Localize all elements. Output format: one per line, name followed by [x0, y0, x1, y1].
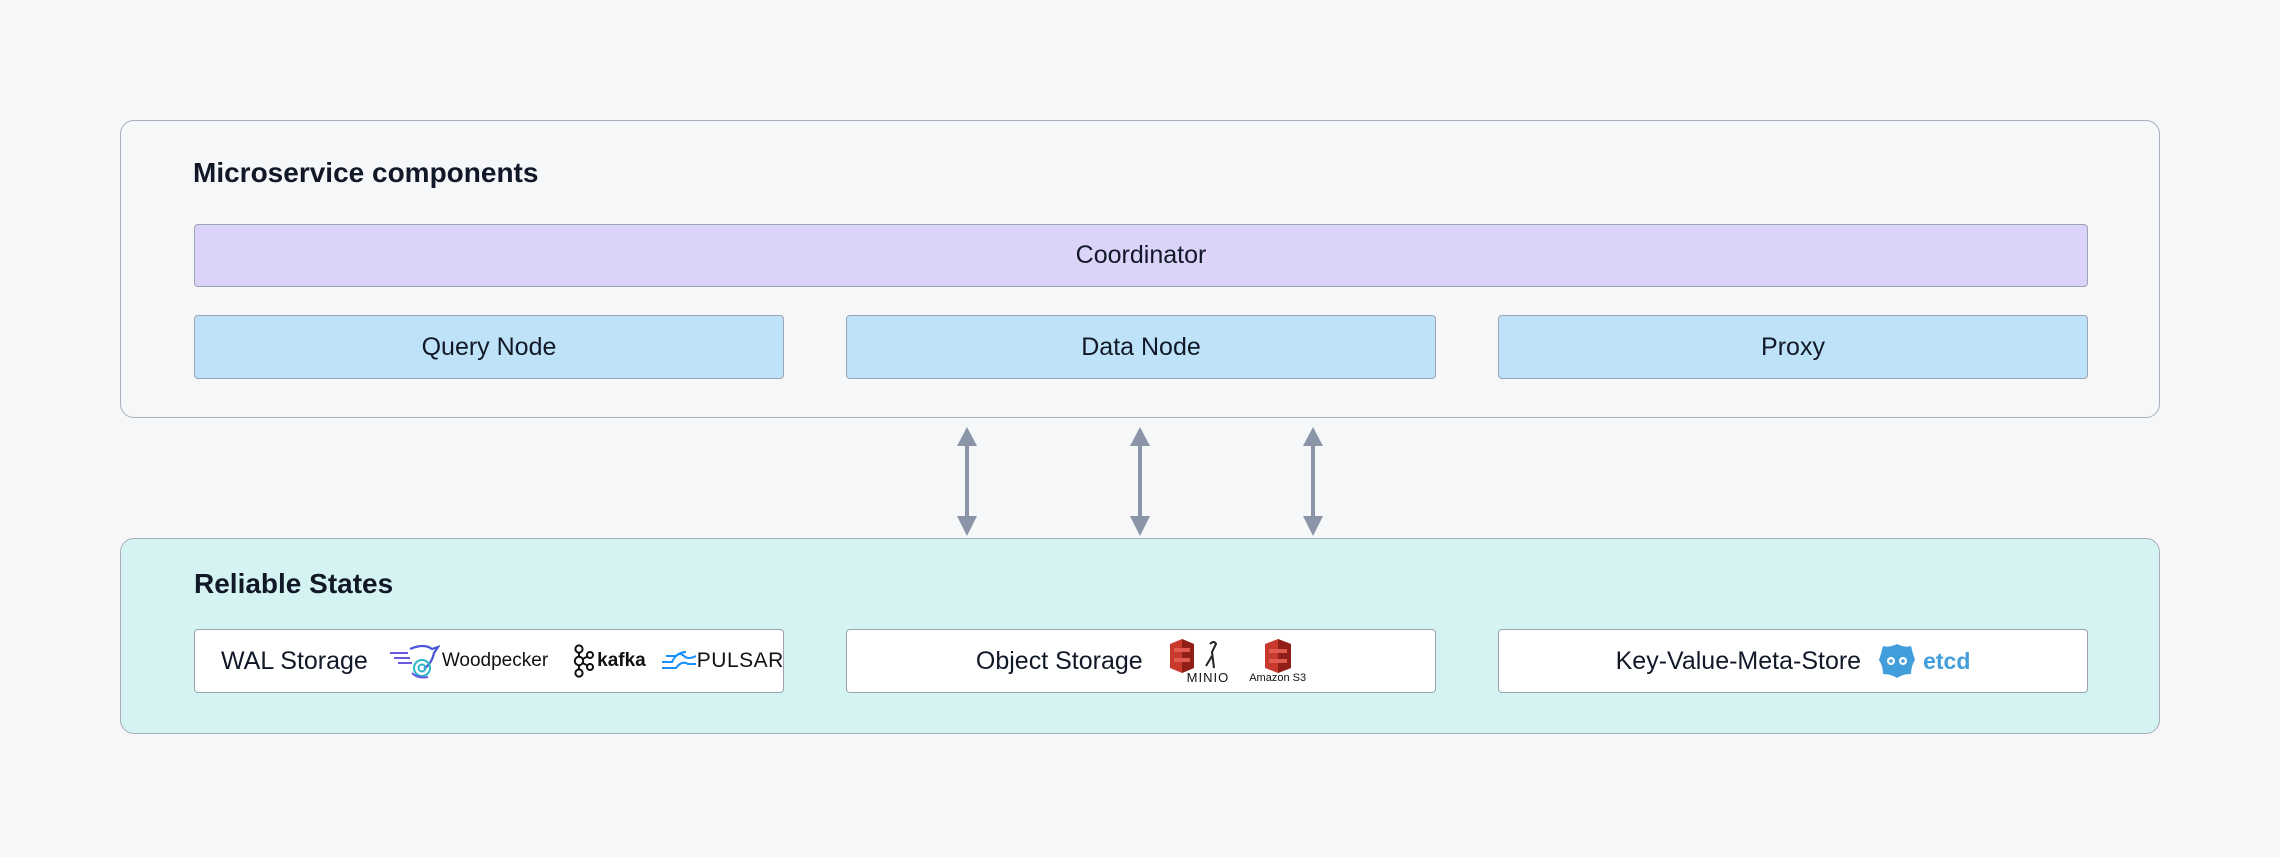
- coordinator-box: Coordinator: [194, 224, 2088, 287]
- woodpecker-logo: Woodpecker: [388, 641, 548, 681]
- kafka-logo-text: kafka: [597, 650, 646, 671]
- amazon-s3-logo-text: Amazon S3: [1249, 672, 1307, 684]
- arrow-left: [957, 427, 977, 536]
- amazon-s3-logo: Amazon S3: [1249, 638, 1306, 684]
- proxy-box: Proxy: [1498, 315, 2088, 379]
- amazon-s3-icon: [1264, 639, 1291, 673]
- data-node-box: Data Node: [846, 315, 1436, 379]
- arrow-center: [1130, 427, 1150, 536]
- wal-storage-label: WAL Storage: [221, 646, 368, 675]
- reliable-states-panel: Reliable States WAL Storage Woodpecker: [120, 538, 2160, 734]
- kafka-logo: kafka: [572, 644, 646, 678]
- minio-logo-text: MINIO: [1186, 669, 1230, 685]
- arrow-right: [1303, 427, 1323, 536]
- microservice-components-panel: Microservice components Coordinator Quer…: [120, 120, 2160, 418]
- woodpecker-logo-text: Woodpecker: [441, 650, 549, 671]
- pulsar-logo-text: PULSAR: [696, 649, 784, 672]
- minio-icon: [1169, 638, 1218, 673]
- woodpecker-bird-icon: [389, 644, 440, 679]
- key-value-meta-store-label: Key-Value-Meta-Store: [1615, 646, 1862, 675]
- wal-storage-box: WAL Storage Woodpecker: [194, 629, 784, 693]
- object-storage-label: Object Storage: [975, 646, 1143, 675]
- kafka-icon: [573, 644, 595, 678]
- object-storage-box: Object Storage MINIO Amazon S3: [846, 629, 1436, 693]
- etcd-icon: [1879, 644, 1916, 678]
- pulsar-wave-icon: [661, 651, 696, 669]
- etcd-logo-text: etcd: [1923, 647, 1971, 674]
- key-value-meta-store-box: Key-Value-Meta-Store etcd: [1498, 629, 2088, 693]
- microservice-components-title: Microservice components: [193, 157, 539, 188]
- pulsar-logo: PULSAR: [661, 648, 784, 674]
- minio-logo: MINIO: [1163, 638, 1230, 685]
- query-node-box: Query Node: [194, 315, 784, 379]
- reliable-states-title: Reliable States: [194, 568, 394, 599]
- etcd-logo: etcd: [1877, 642, 1970, 680]
